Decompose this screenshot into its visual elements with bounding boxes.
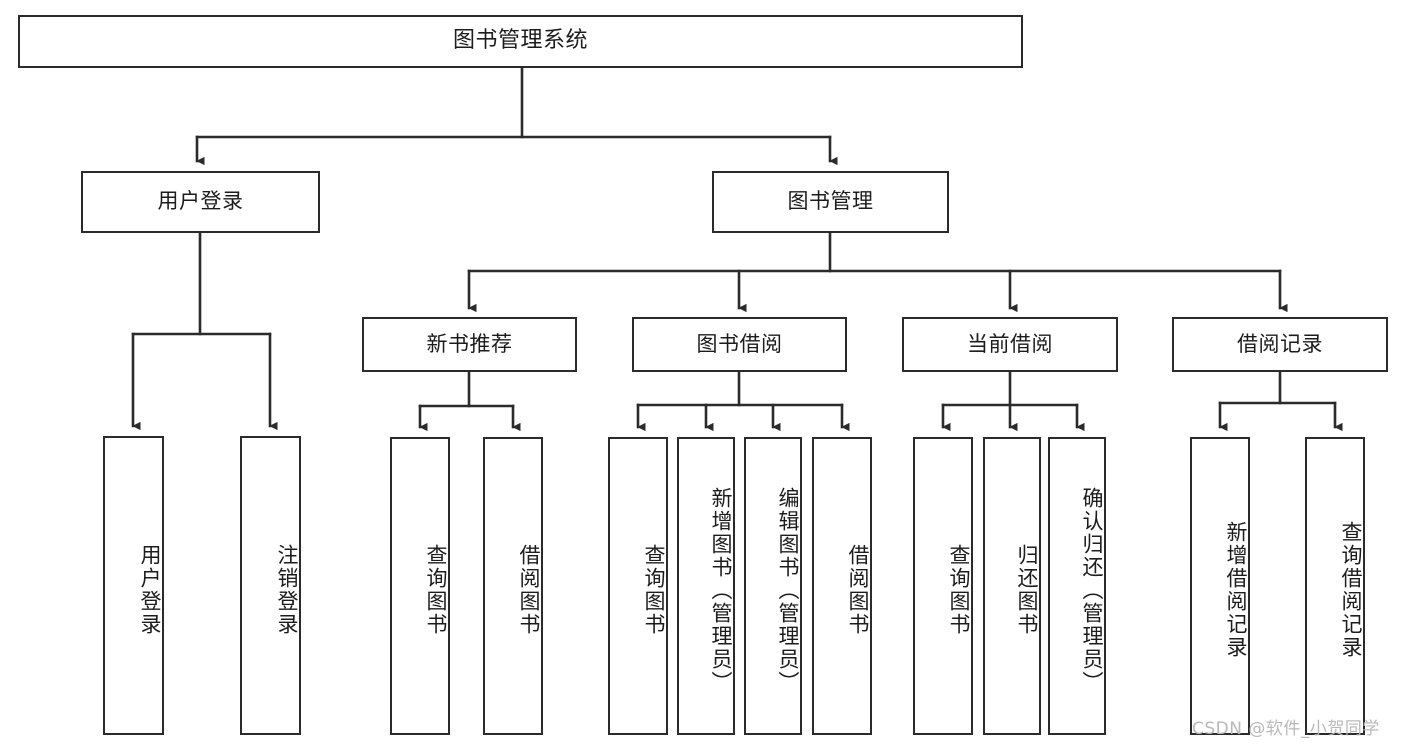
- node-borrow-record[interactable]: 借阅记录: [1172, 317, 1388, 372]
- leaf-new-book-query-book[interactable]: 查询图书: [390, 437, 450, 735]
- leaf-current-borrow-query-book[interactable]: 查询图书: [913, 437, 973, 735]
- leaf-current-borrow-confirm-return-admin[interactable]: 确认归还（管理员）: [1048, 437, 1106, 735]
- node-book-management[interactable]: 图书管理: [712, 171, 949, 233]
- leaf-borrow-record-query-record[interactable]: 查询借阅记录: [1305, 437, 1365, 735]
- node-new-book-recommend[interactable]: 新书推荐: [362, 317, 577, 372]
- leaf-new-book-borrow-book[interactable]: 借阅图书: [483, 437, 543, 735]
- leaf-current-borrow-return-book[interactable]: 归还图书: [983, 437, 1041, 735]
- node-user-login[interactable]: 用户登录: [81, 171, 320, 233]
- node-book-borrow[interactable]: 图书借阅: [632, 317, 847, 372]
- csdn-watermark: CSDN @软件_小贺同学: [1192, 719, 1380, 739]
- leaf-book-borrow-borrow-book[interactable]: 借阅图书: [812, 437, 872, 735]
- node-root-system[interactable]: 图书管理系统: [18, 15, 1023, 68]
- leaf-user-login-login[interactable]: 用户登录: [103, 436, 164, 735]
- leaf-book-borrow-query-book[interactable]: 查询图书: [608, 437, 668, 735]
- node-current-borrow[interactable]: 当前借阅: [902, 317, 1118, 372]
- leaf-book-borrow-add-book-admin[interactable]: 新增图书（管理员）: [677, 437, 735, 735]
- leaf-book-borrow-edit-book-admin[interactable]: 编辑图书（管理员）: [744, 437, 802, 735]
- leaf-borrow-record-add-record[interactable]: 新增借阅记录: [1190, 437, 1250, 735]
- leaf-user-login-logout[interactable]: 注销登录: [240, 436, 301, 735]
